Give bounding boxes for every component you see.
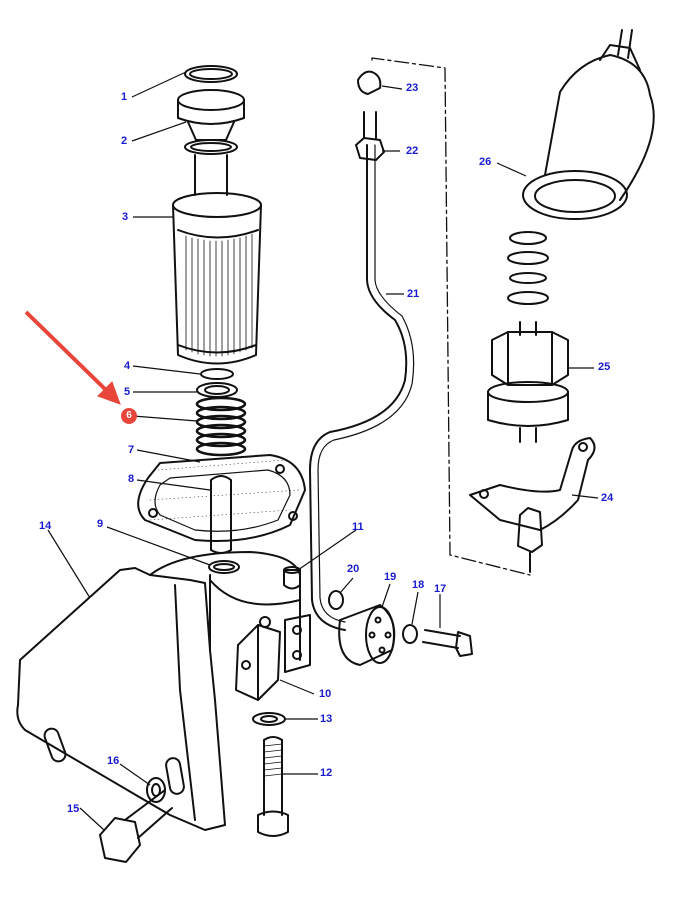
red-arrow-icon bbox=[24, 310, 121, 405]
callout-25: 25 bbox=[598, 361, 611, 373]
callout-14: 14 bbox=[39, 520, 52, 532]
callout-10: 10 bbox=[319, 688, 332, 700]
callout-7: 7 bbox=[128, 444, 135, 456]
part-22-pipe-nut bbox=[355, 111, 385, 161]
callout-4: 4 bbox=[124, 360, 131, 372]
part-7-gasket bbox=[137, 454, 306, 542]
callout-5: 5 bbox=[124, 386, 131, 398]
callout-24: 24 bbox=[601, 492, 614, 504]
part-19-banjo bbox=[338, 604, 396, 666]
part-24-plate bbox=[469, 437, 596, 573]
callout-13: 13 bbox=[320, 713, 333, 725]
callout-21: 21 bbox=[407, 288, 420, 300]
callout-19: 19 bbox=[384, 571, 397, 583]
part-11-fitting bbox=[283, 566, 301, 590]
callout-1: 1 bbox=[121, 91, 128, 103]
part-23-cap bbox=[357, 70, 382, 95]
callout-6-highlighted: 6 bbox=[121, 408, 137, 424]
part-8-pin bbox=[210, 475, 232, 554]
part-10-pump-body bbox=[149, 551, 311, 701]
part-1-o-ring bbox=[184, 65, 238, 83]
part-12-bolt bbox=[257, 736, 289, 837]
callout-17: 17 bbox=[434, 583, 447, 595]
callout-23: 23 bbox=[406, 82, 419, 94]
callout-9: 9 bbox=[97, 518, 104, 530]
callout-16: 16 bbox=[107, 755, 120, 767]
part-6-spring bbox=[195, 396, 247, 457]
part-25-switch bbox=[487, 231, 569, 443]
part-26-boot bbox=[522, 29, 655, 220]
part-17-bolt bbox=[422, 629, 473, 657]
callout-26: 26 bbox=[479, 156, 492, 168]
callout-18: 18 bbox=[412, 579, 425, 591]
callout-8: 8 bbox=[128, 473, 135, 485]
callout-15: 15 bbox=[67, 803, 80, 815]
callout-11: 11 bbox=[352, 521, 364, 533]
callout-22: 22 bbox=[406, 145, 419, 157]
callout-2: 2 bbox=[121, 135, 128, 147]
callout-3: 3 bbox=[122, 211, 129, 223]
part-2-filter-head bbox=[177, 89, 245, 155]
part-14-bracket bbox=[16, 567, 226, 831]
callout-12: 12 bbox=[320, 767, 333, 779]
callout-20: 20 bbox=[347, 563, 360, 575]
part-21-fuel-pipe bbox=[309, 144, 408, 631]
part-3-filter-cartridge bbox=[172, 154, 262, 365]
